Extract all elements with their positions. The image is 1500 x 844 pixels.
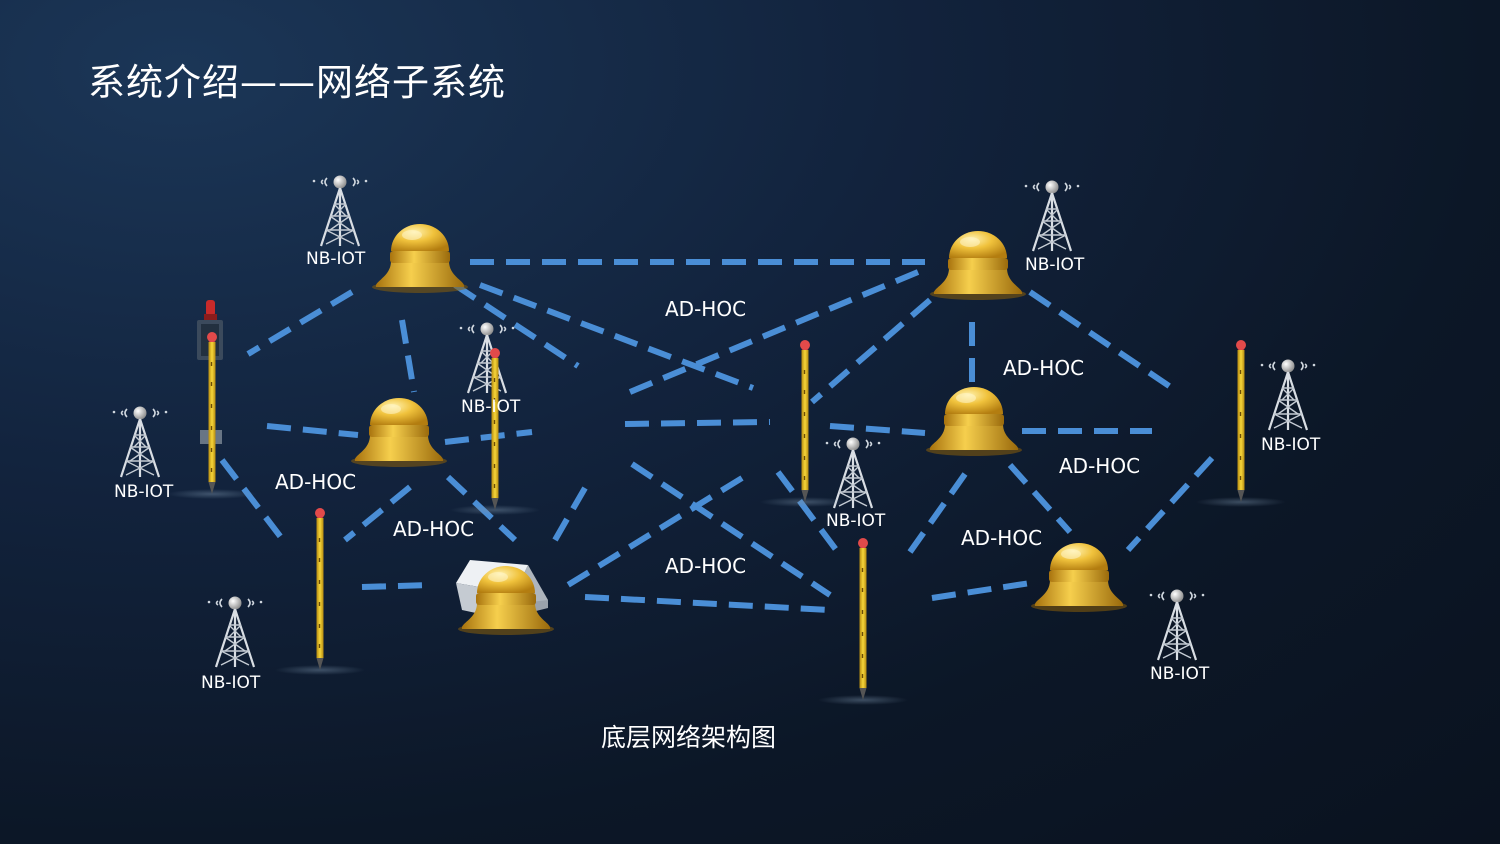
cell-tower-icon — [111, 405, 169, 479]
cell-tower-icon — [206, 595, 264, 669]
nb-iot-label: NB-IOT — [306, 249, 366, 269]
cell-tower-icon — [1259, 358, 1317, 432]
gateway-dome-icon — [930, 231, 1026, 300]
gateway-dome-icon — [351, 398, 447, 467]
cell-tower-icon — [1148, 588, 1206, 662]
cell-tower-icon — [1023, 179, 1081, 253]
cell-tower-icon — [311, 174, 369, 248]
ad-hoc-label: AD-HOC — [665, 297, 747, 321]
nb-iot-label: NB-IOT — [461, 397, 521, 417]
sensor-pole-icon — [166, 331, 258, 500]
link-lines — [219, 259, 1215, 613]
ad-hoc-label: AD-HOC — [1059, 454, 1141, 478]
gateway-dome-icon — [926, 387, 1022, 456]
page-title: 系统介绍——网络子系统 — [88, 61, 506, 104]
cell-tower-icon — [824, 436, 882, 510]
ad-hoc-label: AD-HOC — [1003, 356, 1085, 380]
gateway-dome-icon — [372, 224, 468, 293]
diagram-caption: 底层网络架构图 — [601, 723, 777, 752]
gateway-dome-icon — [1031, 543, 1127, 612]
ad-hoc-label: AD-HOC — [961, 526, 1043, 550]
cell-tower-icon — [458, 321, 516, 395]
ad-hoc-label: AD-HOC — [275, 470, 357, 494]
nb-iot-label: NB-IOT — [1261, 435, 1321, 455]
nb-iot-label: NB-IOT — [1025, 255, 1085, 275]
sensor-pole-icon — [817, 537, 909, 706]
nb-iot-label: NB-IOT — [826, 511, 886, 531]
nb-iot-label: NB-IOT — [1150, 664, 1210, 684]
nb-iot-label: NB-IOT — [201, 673, 261, 693]
ad-hoc-label: AD-HOC — [665, 554, 747, 578]
nb-iot-label: NB-IOT — [114, 482, 174, 502]
ad-hoc-label: AD-HOC — [393, 517, 475, 541]
